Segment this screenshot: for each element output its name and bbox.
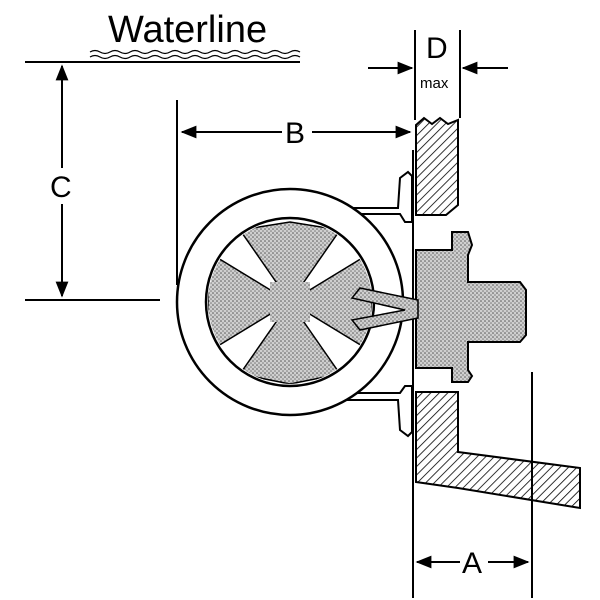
drive-shaft [350,287,419,331]
dimension-d-max-label: max [420,75,449,92]
tunnel-flange-lower [333,385,413,438]
drive-unit-body [415,231,527,383]
waterline-label: Waterline [108,9,267,51]
hull-wall-upper [415,116,459,216]
dimension-c-label: C [50,171,72,204]
hull-wall-lower [415,391,581,510]
dimension-d-label: D [426,32,448,65]
dimension-a-label: A [462,547,482,580]
dimension-b-label: B [285,117,305,150]
propeller [208,221,372,384]
water-surface [89,49,301,60]
